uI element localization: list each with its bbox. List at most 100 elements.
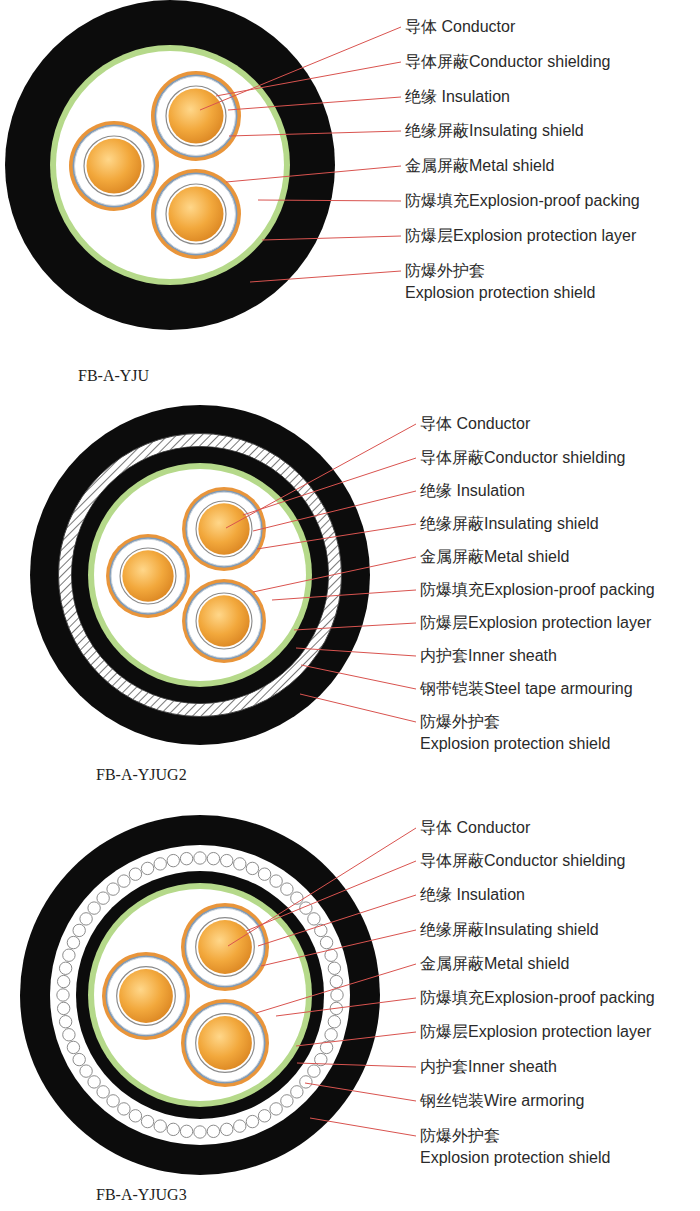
layer-label: Explosion protection shield	[405, 283, 595, 303]
armour-wire	[57, 1002, 69, 1014]
explosion-protection-layer	[50, 45, 290, 285]
cable-yjug2	[30, 405, 370, 745]
layer-label: 绝缘屏蔽Insulating shield	[405, 121, 584, 141]
armour-wire	[320, 936, 332, 948]
layer-label: 钢丝铠装Wire armoring	[420, 1091, 584, 1111]
leader-line	[258, 895, 416, 946]
leader-line	[200, 27, 401, 110]
layer-label: 内护套Inner sheath	[420, 1057, 557, 1077]
armour-wire	[234, 858, 246, 870]
armour-wire	[57, 975, 69, 987]
layer-label: 防爆外护套	[405, 261, 485, 281]
outer-sheath	[5, 0, 335, 330]
armour-wire	[67, 1041, 79, 1053]
leader-line	[310, 1118, 416, 1136]
armour-wire	[88, 1076, 100, 1088]
leader-line	[229, 131, 401, 136]
armour-wire	[270, 875, 282, 887]
armour-wire	[63, 1029, 75, 1041]
leader-line	[216, 62, 401, 96]
armour-wire	[281, 883, 293, 895]
armour-wire	[59, 962, 71, 974]
cable-core	[181, 999, 269, 1087]
armour-wire	[59, 1016, 71, 1028]
armour-wire	[308, 913, 320, 925]
armour-wire	[234, 1120, 246, 1132]
armour-wire	[97, 892, 109, 904]
layer-label: 导体屏蔽Conductor shielding	[420, 851, 625, 871]
armour-wire	[73, 924, 85, 936]
armour-wire	[291, 1086, 303, 1098]
armour-wire	[129, 1110, 141, 1122]
armour-wire	[118, 875, 130, 887]
armour-wire	[330, 975, 342, 987]
explosion-protection-layer	[88, 463, 312, 687]
armour-wire	[331, 989, 343, 1001]
layer-label: 导体 Conductor	[405, 17, 515, 37]
leader-line	[297, 1063, 416, 1067]
layer-label: 绝缘屏蔽Insulating shield	[420, 920, 599, 940]
layer-label: 导体屏蔽Conductor shielding	[420, 448, 625, 468]
layer-label: 防爆填充Explosion-proof packing	[420, 988, 655, 1008]
wire-armour-ground	[50, 845, 350, 1145]
inner-sheath	[76, 871, 324, 1119]
cable-core	[181, 903, 269, 991]
outer-sheath	[30, 405, 370, 745]
explosion-protection-layer	[88, 883, 312, 1107]
armour-wire	[207, 852, 219, 864]
armour-wire	[281, 1095, 293, 1107]
leader-line	[262, 236, 401, 240]
armour-wire	[107, 1095, 119, 1107]
leader-line	[261, 930, 416, 966]
armour-wire	[141, 1115, 153, 1127]
layer-label: 防爆层Explosion protection layer	[420, 613, 651, 633]
leader-line	[257, 524, 416, 549]
cable-core	[102, 952, 190, 1040]
layer-label: 绝缘 Insulation	[405, 87, 510, 107]
explosion-proof-packing	[94, 469, 306, 681]
armour-wire	[308, 1065, 320, 1077]
leader-line	[256, 964, 416, 1013]
armour-wire	[194, 852, 206, 864]
armour-wire	[107, 883, 119, 895]
armour-wire	[270, 1103, 282, 1115]
leader-line	[301, 665, 416, 689]
layer-label: Explosion protection shield	[420, 1148, 610, 1168]
armour-wire	[328, 1016, 340, 1028]
armour-wire	[154, 858, 166, 870]
armour-wire	[221, 854, 233, 866]
armour-wire	[300, 1076, 312, 1088]
wire-armour	[57, 852, 343, 1138]
leader-line	[250, 271, 401, 282]
layer-label: 导体 Conductor	[420, 414, 530, 434]
leader-line	[253, 491, 416, 531]
layer-label: 防爆层Explosion protection layer	[405, 226, 636, 246]
layer-label: 导体屏蔽Conductor shielding	[405, 52, 610, 72]
armour-wire	[141, 862, 153, 874]
layer-label: 钢带铠装Steel tape armouring	[420, 679, 633, 699]
cable-core	[182, 487, 266, 571]
cable-core	[151, 71, 241, 161]
armour-wire	[180, 852, 192, 864]
armour-wire	[167, 1123, 179, 1135]
leader-line	[253, 557, 416, 592]
armour-wire	[246, 862, 258, 874]
armour-wire	[325, 1029, 337, 1041]
layer-label: 绝缘 Insulation	[420, 481, 525, 501]
leader-line	[294, 623, 416, 630]
armour-wire	[194, 1126, 206, 1138]
armour-edge	[59, 434, 342, 717]
leader-line	[300, 694, 416, 722]
cable-model-caption: FB-A-YJUG2	[96, 765, 187, 785]
layer-label: 防爆外护套	[420, 712, 500, 732]
explosion-proof-packing	[94, 889, 306, 1101]
armour-wire	[129, 868, 141, 880]
steel-tape-armour	[65, 440, 335, 710]
armour-wire	[328, 962, 340, 974]
armour-wire	[67, 936, 79, 948]
cable-yju	[5, 0, 335, 330]
armour-wire	[221, 1123, 233, 1135]
layer-label: 金属屏蔽Metal shield	[420, 547, 569, 567]
leader-line	[228, 97, 401, 110]
armour-wire	[88, 902, 100, 914]
